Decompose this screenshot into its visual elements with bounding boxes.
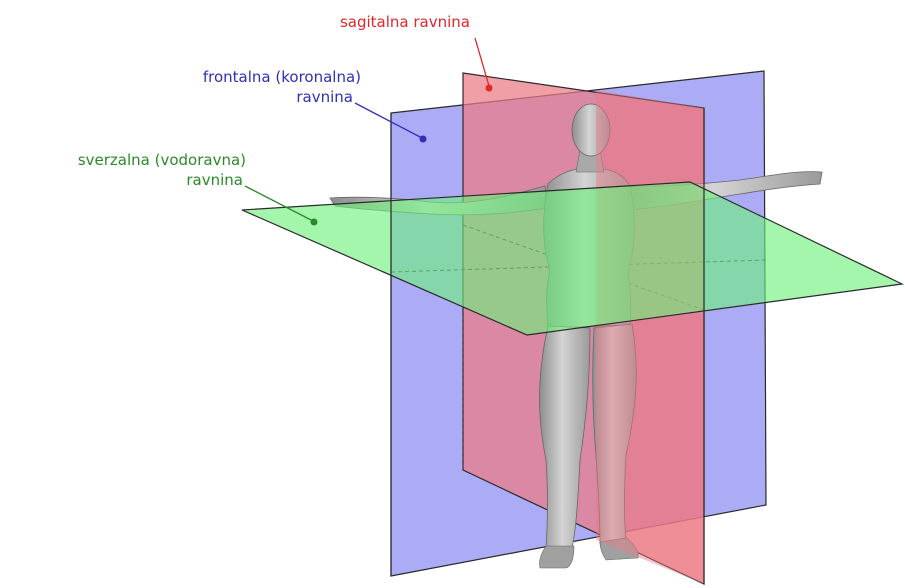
frontal-plane-label-line2: ravnina xyxy=(296,88,353,106)
sagittal-leader xyxy=(474,37,493,92)
frontal-plane-label-line1: frontalna (koronalna) xyxy=(203,68,361,86)
transverse-plane xyxy=(241,181,905,336)
transverse-plane-label-line1: sverzalna (vodoravna) xyxy=(78,151,246,169)
sagittal-tint-front xyxy=(596,90,704,584)
transverse-plane-label-line2: ravnina xyxy=(186,171,243,189)
transverse-leader xyxy=(244,185,318,226)
sagittal-plane-label: sagitalna ravnina xyxy=(340,13,470,31)
frontal-leader xyxy=(354,102,427,143)
right-foot xyxy=(599,537,639,561)
left-foot xyxy=(539,545,575,569)
head xyxy=(571,103,611,157)
